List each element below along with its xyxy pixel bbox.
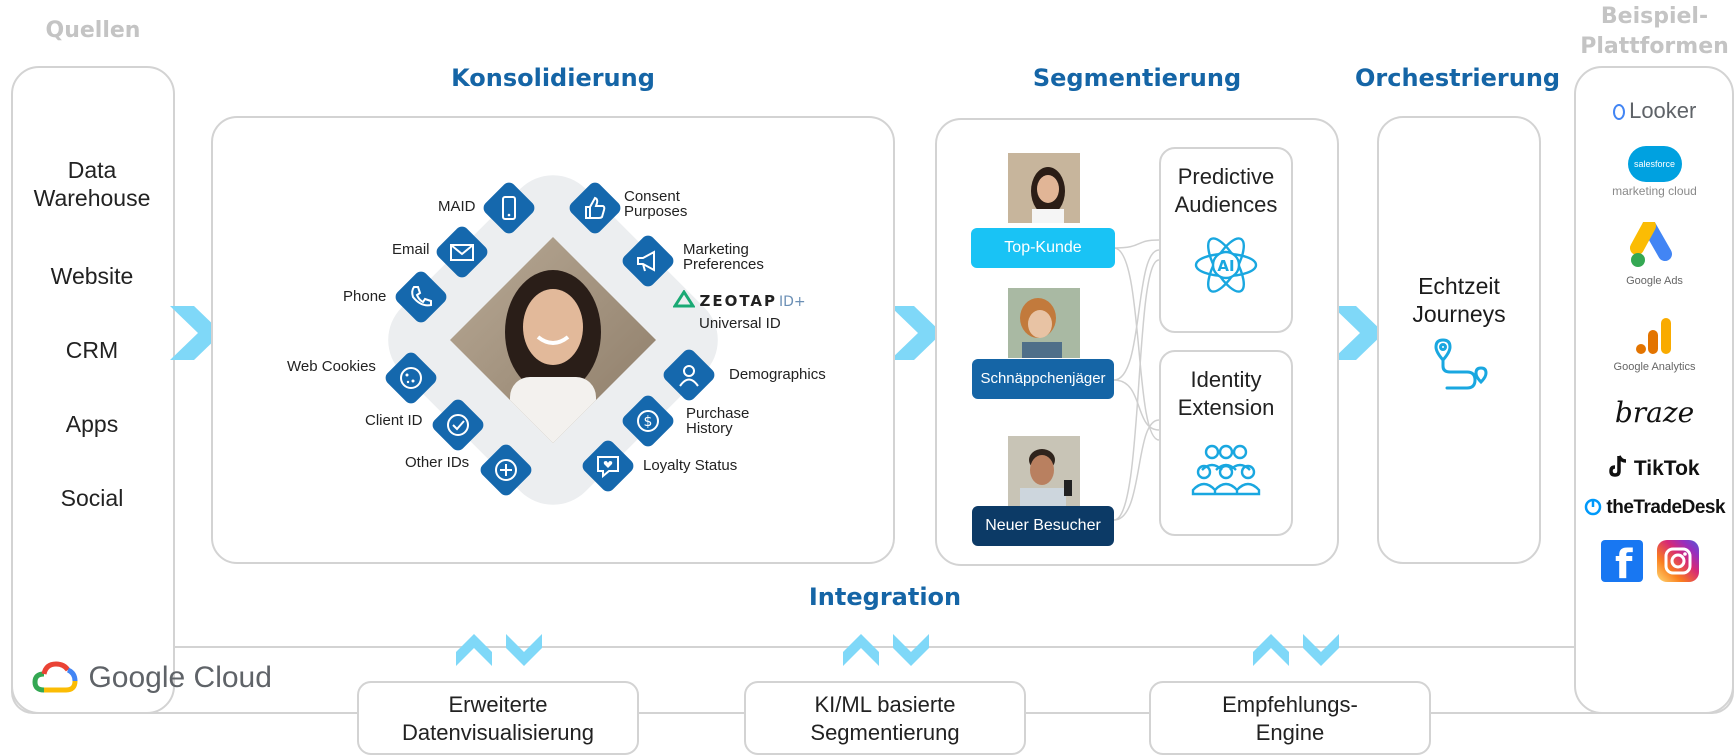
facebook-logo: f bbox=[1601, 540, 1643, 582]
google-cloud-icon bbox=[32, 661, 78, 693]
phone-icon bbox=[392, 268, 450, 326]
sync-arrows-icon bbox=[456, 634, 542, 666]
label-universal-id: Universal ID bbox=[699, 315, 781, 332]
tradedesk-logo: theTradeDesk bbox=[1574, 497, 1735, 519]
svg-text:$: $ bbox=[644, 414, 653, 430]
route-icon bbox=[1434, 338, 1488, 390]
segment-top-kunde[interactable]: Top-Kunde bbox=[971, 228, 1115, 268]
tradedesk-icon bbox=[1584, 498, 1602, 516]
source-social: Social bbox=[60, 485, 124, 511]
segmentierung-heading: Segmentierung bbox=[1032, 64, 1242, 92]
integration-line bbox=[173, 646, 1576, 648]
maid-icon bbox=[480, 179, 538, 237]
google-cloud-text: Google Cloud bbox=[88, 661, 272, 694]
group-people-icon bbox=[1191, 444, 1261, 496]
echtzeit-journeys-label: Echtzeit Journeys bbox=[1412, 273, 1506, 327]
integration-heading: Integration bbox=[808, 583, 962, 611]
zeotap-mark-icon bbox=[672, 289, 696, 308]
identity-extension-label: Identity Extension bbox=[1177, 367, 1275, 420]
web-cookies-icon bbox=[382, 349, 440, 407]
segment-schnaeppchenjaeger[interactable]: Schnäppchenjäger bbox=[972, 359, 1114, 399]
sync-arrows-icon bbox=[843, 634, 929, 666]
label-maid: MAID bbox=[438, 198, 476, 215]
label-demographics: Demographics bbox=[729, 366, 826, 383]
label-email: Email bbox=[392, 241, 430, 258]
tiktok-text: TikTok bbox=[1633, 457, 1700, 480]
ai-badge: AI bbox=[1217, 257, 1234, 275]
marketing-preferences-icon bbox=[619, 232, 677, 290]
beispiel-plattformen-heading: Beispiel- Plattformen bbox=[1580, 4, 1729, 59]
predictive-audiences-card: Predictive Audiences AI bbox=[1159, 147, 1293, 333]
identity-extension-card: Identity Extension bbox=[1159, 350, 1293, 536]
looker-logo: Looker bbox=[1574, 98, 1735, 124]
ai-atom-icon: AI bbox=[1194, 237, 1258, 293]
customer-photo bbox=[450, 237, 656, 443]
empfehlungs-engine-box: Empfehlungs- Engine bbox=[1149, 681, 1431, 755]
sync-arrows-icon bbox=[1253, 634, 1339, 666]
loyalty-status-icon bbox=[579, 437, 637, 495]
google-analytics-text: Google Analytics bbox=[1613, 361, 1696, 373]
looker-text: Looker bbox=[1629, 98, 1697, 123]
source-website: Website bbox=[50, 263, 134, 289]
quellen-heading: Quellen bbox=[45, 18, 141, 43]
facebook-icon: f bbox=[1615, 542, 1633, 582]
tradedesk-text: theTradeDesk bbox=[1606, 497, 1726, 518]
segment-connector-lines bbox=[1114, 239, 1160, 521]
schnaeppchenjaeger-photo bbox=[1008, 288, 1080, 358]
label-web-cookies: Web Cookies bbox=[287, 358, 376, 375]
segment-neuer-besucher[interactable]: Neuer Besucher bbox=[972, 506, 1114, 546]
google-ads-icon bbox=[1629, 219, 1672, 267]
orchestrierung-panel bbox=[1377, 116, 1541, 564]
email-icon bbox=[433, 223, 491, 281]
google-analytics-icon bbox=[1635, 318, 1671, 354]
source-crm: CRM bbox=[65, 337, 119, 363]
consent-icon bbox=[566, 179, 624, 237]
salesforce-cloud-icon: salesforce bbox=[1627, 146, 1682, 182]
flow-arrow-icon bbox=[1332, 306, 1384, 360]
tiktok-icon bbox=[1609, 455, 1627, 477]
client-id-icon bbox=[429, 396, 487, 454]
google-cloud-logo: Google Cloud bbox=[32, 660, 272, 696]
label-consent: Consent Purposes bbox=[624, 188, 688, 220]
label-purchase-history: Purchase History bbox=[686, 405, 750, 437]
sources-panel bbox=[11, 66, 175, 714]
purchase-history-icon: $ bbox=[619, 392, 677, 450]
label-client-id: Client ID bbox=[365, 412, 423, 429]
label-other-ids: Other IDs bbox=[405, 454, 470, 471]
flow-arrow-icon bbox=[890, 306, 942, 360]
tiktok-logo: TikTok bbox=[1574, 454, 1735, 481]
salesforce-subtext: marketing cloud bbox=[1612, 184, 1697, 198]
label-loyalty-status: Loyalty Status bbox=[643, 457, 738, 474]
source-data-warehouse: Data Warehouse bbox=[33, 157, 151, 211]
looker-icon bbox=[1612, 104, 1625, 120]
datenvisualisierung-box: Erweiterte Datenvisualisierung bbox=[357, 681, 639, 755]
instagram-icon bbox=[1664, 547, 1692, 575]
salesforce-logo: salesforce marketing cloud bbox=[1574, 146, 1735, 198]
zeotap-suffix: ID+ bbox=[779, 294, 806, 310]
google-ads-text: Google Ads bbox=[1626, 275, 1683, 287]
predictive-audiences-label: Predictive Audiences bbox=[1174, 164, 1278, 217]
google-analytics-logo: Google Analytics bbox=[1574, 316, 1735, 373]
label-phone: Phone bbox=[343, 288, 387, 305]
braze-logo: braze bbox=[1614, 396, 1695, 429]
google-ads-logo: Google Ads bbox=[1574, 219, 1735, 287]
source-apps: Apps bbox=[65, 411, 119, 437]
demographics-icon bbox=[660, 346, 718, 404]
top-kunde-photo bbox=[1008, 153, 1080, 223]
zeotap-brand: ZEOTAP bbox=[699, 292, 777, 310]
kiml-segmentierung-box: KI/ML basierte Segmentierung bbox=[744, 681, 1026, 755]
label-marketing-preferences: Marketing Preferences bbox=[683, 241, 764, 273]
salesforce-badge: salesforce bbox=[1633, 159, 1676, 169]
neuer-besucher-photo bbox=[1008, 436, 1080, 506]
other-ids-icon bbox=[477, 441, 535, 499]
konsolidierung-heading: Konsolidierung bbox=[451, 64, 655, 92]
orchestrierung-heading: Orchestrierung bbox=[1355, 64, 1561, 92]
instagram-logo bbox=[1657, 540, 1699, 582]
